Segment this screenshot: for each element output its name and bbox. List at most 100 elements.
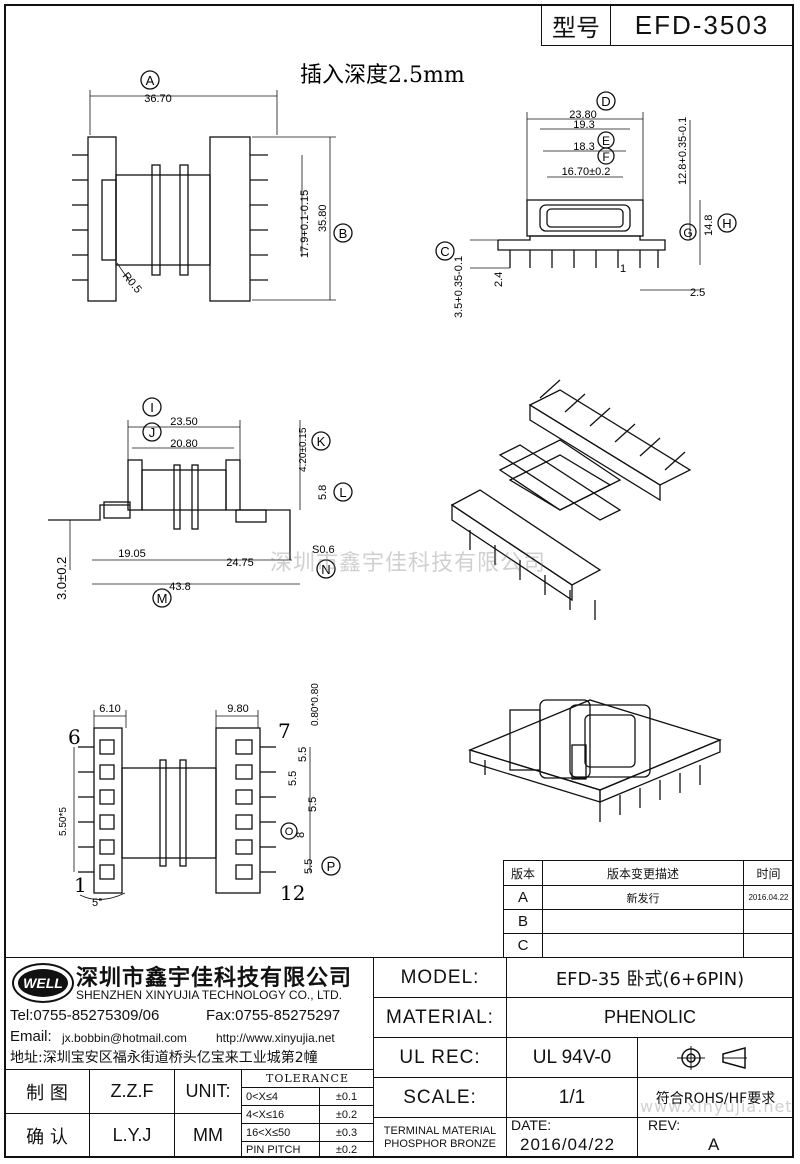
rev-value: A	[708, 1135, 720, 1154]
dim-24-75: 24.75	[226, 557, 254, 569]
dim-I: 23.50	[170, 416, 198, 428]
tolerance-value-1-text: ±0.1	[335, 1090, 358, 1103]
unit-label: UNIT:	[174, 1069, 242, 1114]
rev-header-version-text: 版本	[510, 866, 535, 881]
label-J: J	[149, 425, 156, 440]
label-C: C	[440, 244, 449, 259]
dim-O: 8	[295, 832, 307, 838]
tolerance-range-2: 4<X≤16	[241, 1105, 320, 1124]
header-model-value-text: EFD-3503	[634, 9, 770, 40]
dim-1: 1	[620, 263, 626, 275]
rev-row-b-version-text: B	[517, 913, 528, 930]
tolerance-value-2-text: ±0.2	[335, 1108, 358, 1121]
check-value: L.Y.J	[89, 1113, 175, 1158]
rev-row-a-date-text: 2016.04.22	[748, 893, 789, 902]
material-label: MATERIAL:	[373, 997, 507, 1038]
dim-5-5-b: 5.5	[287, 771, 299, 786]
dim-0-80: 0.80*0.80	[310, 683, 321, 726]
draw-label-text: 制 图	[26, 1082, 68, 1104]
rev-row-c-desc	[542, 933, 744, 958]
tolerance-value-3-text: ±0.3	[335, 1126, 358, 1139]
label-B: B	[339, 226, 348, 241]
rev-row-a-date: 2016.04.22	[743, 885, 794, 910]
tolerance-range-4-text: PIN PITCH	[246, 1143, 301, 1156]
unit-value: MM	[174, 1113, 242, 1158]
dim-radius: R0.5	[120, 270, 144, 296]
material-value-text: PHENOLIC	[603, 1007, 697, 1027]
rev-row-b-desc	[542, 909, 744, 934]
dim-5-5-a: 5.5	[297, 747, 309, 762]
pin-12-label: 12	[280, 881, 305, 905]
front-view	[435, 91, 737, 291]
rev-row-c-version: C	[503, 933, 543, 958]
rev-row-c-date	[743, 933, 794, 958]
model-label: MODEL:	[373, 957, 507, 998]
dim-H: 14.8	[703, 215, 715, 236]
scale-label-text: SCALE:	[403, 1086, 477, 1108]
watermark-cn: 深圳市鑫宇佳科技有限公司	[270, 551, 547, 576]
model-value-text: EFD-35 卧式(6+6PIN)	[555, 968, 745, 990]
isometric-view-top	[450, 379, 692, 620]
check-label-text: 确 认	[26, 1126, 68, 1148]
dim-5-5-d: 5.5	[303, 859, 315, 874]
label-N: N	[321, 562, 330, 577]
pin-6-label: 6	[68, 725, 81, 749]
rev-header-date: 时间	[743, 860, 794, 886]
company-name-cn: 深圳市鑫宇佳科技有限公司	[76, 966, 353, 991]
label-D: D	[601, 94, 610, 109]
top-view	[72, 70, 353, 302]
rohs-note-text: 符合ROHS/HF要求	[655, 1090, 776, 1107]
dim-N: S0.6	[312, 544, 335, 556]
pin-7-label: 7	[278, 719, 291, 743]
company-email: jx.bobbin@hotmail.com	[62, 1031, 187, 1045]
rohs-note: 符合ROHS/HF要求	[637, 1077, 794, 1118]
rev-row-a-version-text: A	[517, 889, 528, 906]
tolerance-range-3: 16<X≤50	[241, 1123, 320, 1142]
model-value: EFD-35 卧式(6+6PIN)	[506, 957, 794, 998]
dim-height: 3.0±0.2	[54, 557, 69, 600]
tolerance-value-4: ±0.2	[319, 1141, 374, 1158]
label-K: K	[317, 434, 326, 449]
tolerance-range-1-text: 0<X≤4	[246, 1090, 279, 1103]
terminal-material: TERMINAL MATERIAL PHOSPHOR BRONZE	[373, 1117, 507, 1158]
dim-width: 16.70±0.2	[562, 166, 611, 178]
rev-row-a-version: A	[503, 885, 543, 910]
tolerance-range-3-text: 16<X≤50	[246, 1126, 291, 1139]
terminal-material-line-2: PHOSPHOR BRONZE	[384, 1137, 496, 1150]
technical-drawing: 插入深度2.5mm A 36.70 B 35.80 17.9+0.1-0.15 …	[48, 63, 737, 909]
dim-J: 20.80	[170, 438, 198, 450]
company-address: 地址:深圳宝安区福永街道桥头亿宝来工业城第2幢	[10, 1050, 318, 1066]
company-tel: Tel:0755-85275309/06	[10, 1007, 160, 1024]
pin-1-label: 1	[74, 873, 87, 897]
scale-value-text: 1/1	[558, 1086, 586, 1108]
label-F: F	[602, 150, 609, 164]
date-value: 2016/04/22	[520, 1135, 616, 1154]
check-value-text: L.Y.J	[112, 1125, 152, 1145]
tolerance-value-2: ±0.2	[319, 1105, 374, 1124]
rev-row-b-version: B	[503, 909, 543, 934]
model-label-text: MODEL:	[400, 966, 480, 988]
tolerance-range-2-text: 4<X≤16	[246, 1108, 285, 1121]
label-P: P	[327, 859, 336, 874]
material-value: PHENOLIC	[506, 997, 794, 1038]
rev-row-c-version-text: C	[517, 937, 529, 954]
label-I: I	[150, 400, 154, 415]
tolerance-range-4: PIN PITCH	[241, 1141, 320, 1158]
draw-value: Z.Z.F	[89, 1069, 175, 1114]
third-angle-projection-icon	[676, 1045, 747, 1070]
company-logo-mark: WELL	[18, 969, 68, 997]
rev-header-date-text: 时间	[756, 866, 781, 881]
dim-2-4: 2.4	[493, 272, 505, 287]
scale-value: 1/1	[506, 1077, 638, 1118]
rev-header-desc-text: 版本变更描述	[606, 866, 679, 881]
tolerance-value-1: ±0.1	[319, 1087, 374, 1106]
dim-M: 43.8	[169, 581, 190, 593]
rev-header-desc: 版本变更描述	[542, 860, 744, 886]
unit-value-text: MM	[193, 1125, 223, 1145]
draw-value-text: Z.Z.F	[110, 1081, 154, 1101]
rev-cell	[637, 1117, 794, 1158]
ul-rec-label-text: UL REC:	[399, 1046, 481, 1068]
dim-9-80: 9.80	[227, 703, 248, 715]
label-A: A	[146, 73, 155, 88]
dim-K: 4.20±0.15	[298, 427, 309, 472]
